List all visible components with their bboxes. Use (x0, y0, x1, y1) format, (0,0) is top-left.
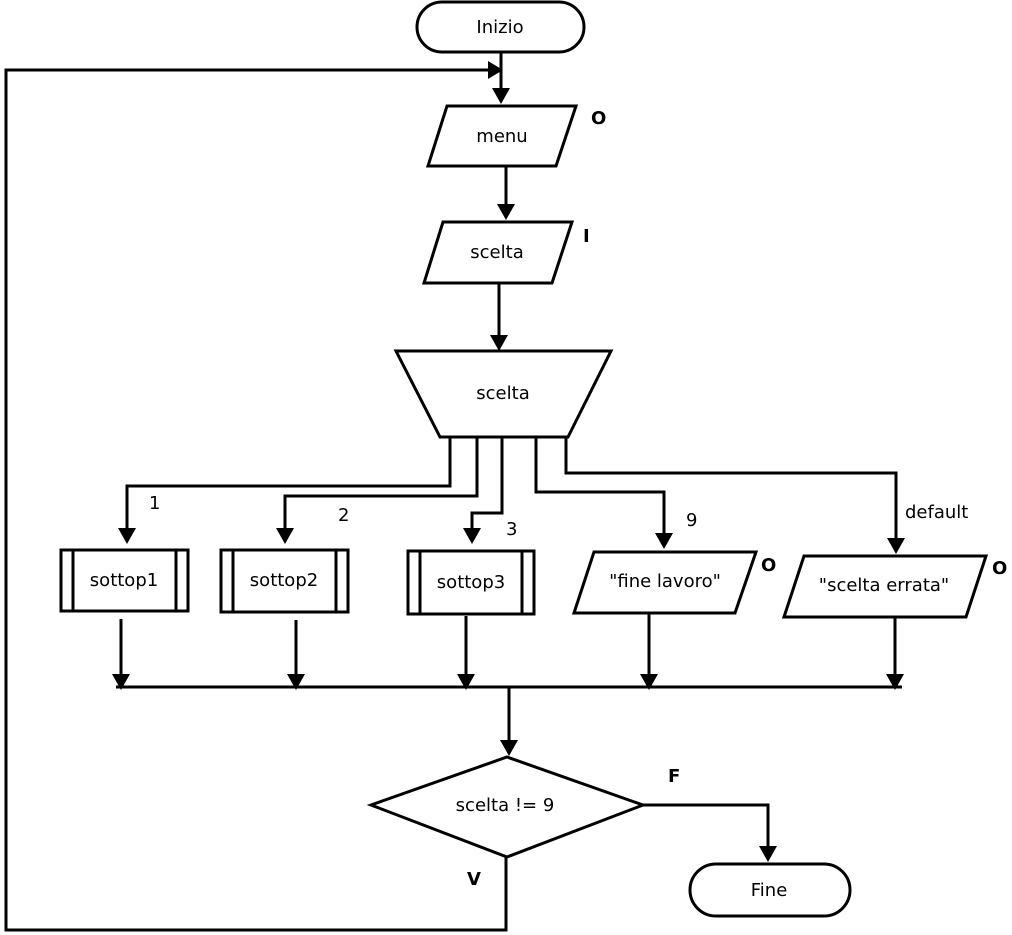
subprocess-sottop2-node (219, 548, 350, 614)
arrowhead (886, 674, 904, 690)
output-end-work-node (571, 550, 759, 615)
arrowhead (655, 533, 673, 549)
arrowhead (112, 674, 130, 690)
start-label: Inizio (476, 17, 523, 38)
case-label-1: 1 (149, 493, 160, 514)
decision-false-label: F (668, 766, 680, 787)
arrowhead (759, 846, 777, 862)
end-terminator (688, 862, 852, 918)
decision-label: scelta != 9 (456, 795, 555, 816)
edge-case1 (125, 437, 452, 532)
output-tag-end-work: O (761, 555, 776, 576)
arrowhead (887, 538, 905, 554)
case-label-default: default (905, 502, 968, 523)
switch-node (393, 349, 614, 439)
output-end-work-label: "fine lavoro" (609, 571, 721, 592)
arrowhead (457, 674, 475, 690)
input-choice-label: scelta (470, 242, 523, 263)
output-tag-menu: O (591, 108, 606, 129)
input-tag-choice: I (583, 226, 590, 247)
output-wrong-choice-node (781, 554, 989, 619)
arrowhead (287, 674, 305, 690)
arrowhead (118, 528, 136, 544)
arrowhead (490, 335, 508, 351)
output-menu-label: menu (476, 126, 527, 147)
arrowhead (488, 61, 503, 79)
edge-case9 (534, 437, 666, 536)
edge-default (564, 437, 898, 541)
case-label-3: 3 (506, 519, 517, 540)
decision-true-label: V (467, 869, 481, 890)
case-label-9: 9 (686, 510, 697, 531)
subprocess-sottop1-label: sottop1 (90, 570, 158, 591)
arrowhead (640, 674, 658, 690)
switch-label: scelta (476, 383, 529, 404)
edge-decision-true-loop (4, 68, 508, 932)
arrowhead (463, 528, 481, 544)
subprocess-sottop1-node (59, 548, 190, 613)
start-terminator (415, 0, 586, 54)
arrowhead (276, 528, 294, 544)
case-label-2: 2 (338, 505, 349, 526)
output-menu-node (425, 104, 579, 168)
edge-case2 (283, 437, 479, 532)
arrowhead (492, 88, 510, 104)
decision-node (366, 755, 648, 859)
edge-decision-false (643, 803, 770, 848)
output-tag-wrong-choice: O (992, 558, 1007, 579)
edge-case3 (470, 437, 504, 532)
output-wrong-choice-label: "scelta errata" (819, 575, 949, 596)
input-choice-node (421, 220, 575, 285)
arrowhead (500, 740, 518, 756)
subprocess-sottop3-node (406, 549, 536, 616)
subprocess-sottop2-label: sottop2 (250, 570, 318, 591)
subprocess-sottop3-label: sottop3 (437, 572, 505, 593)
end-label: Fine (751, 880, 788, 901)
arrowhead (497, 204, 515, 220)
